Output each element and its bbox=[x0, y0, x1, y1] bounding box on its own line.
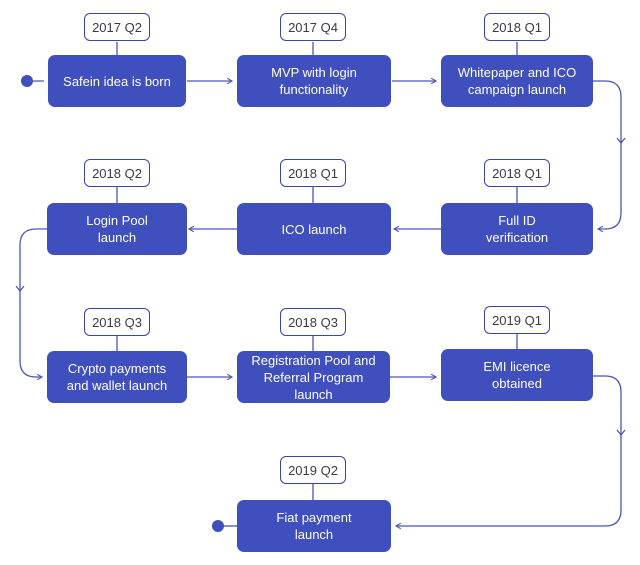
milestone-box: ICO launch bbox=[237, 203, 391, 255]
milestone-box: EMI licence obtained bbox=[441, 349, 593, 401]
quarter-badge: 2017 Q4 bbox=[280, 13, 346, 41]
milestone-box: Full ID verification bbox=[441, 203, 593, 255]
down-chevron-left bbox=[15, 285, 25, 293]
quarter-badge: 2018 Q1 bbox=[484, 13, 550, 41]
quarter-badge: 2018 Q3 bbox=[280, 308, 346, 336]
milestone-box: Login Pool launch bbox=[47, 203, 187, 255]
milestone-box: Crypto payments and wallet launch bbox=[47, 351, 187, 403]
down-chevron-right bbox=[616, 429, 626, 437]
quarter-badge: 2018 Q1 bbox=[484, 159, 550, 187]
quarter-badge: 2019 Q2 bbox=[280, 456, 346, 484]
milestone-box: Fiat payment launch bbox=[237, 500, 391, 552]
quarter-badge: 2017 Q2 bbox=[84, 13, 150, 41]
quarter-badge: 2018 Q2 bbox=[84, 159, 150, 187]
connector-9-10 bbox=[394, 375, 622, 530]
milestone-box: Safein idea is born bbox=[48, 55, 186, 107]
milestone-box: MVP with login functionality bbox=[237, 55, 391, 107]
connector-3-4 bbox=[593, 80, 622, 233]
milestone-box: Whitepaper and ICO campaign launch bbox=[441, 55, 593, 107]
end-dot bbox=[212, 520, 224, 532]
badge-stems bbox=[116, 42, 518, 500]
quarter-badge: 2018 Q3 bbox=[84, 308, 150, 336]
connector-6-7 bbox=[19, 228, 47, 381]
quarter-badge: 2018 Q1 bbox=[280, 159, 346, 187]
quarter-badge: 2019 Q1 bbox=[484, 306, 550, 334]
milestone-box: Registration Pool and Referral Program l… bbox=[237, 351, 390, 403]
down-chevron-top-right bbox=[616, 137, 626, 145]
